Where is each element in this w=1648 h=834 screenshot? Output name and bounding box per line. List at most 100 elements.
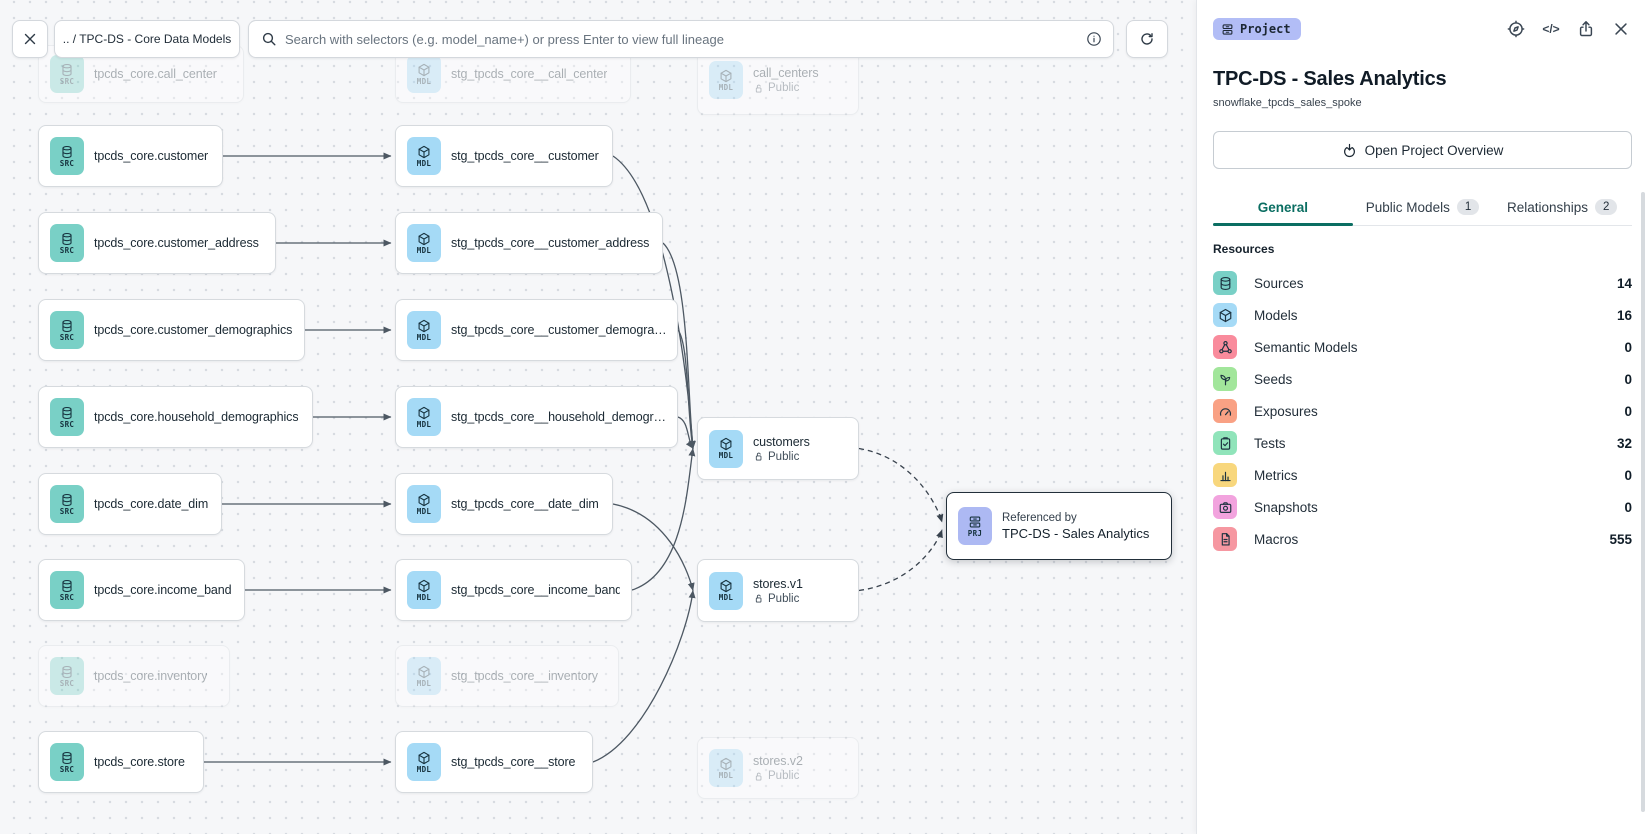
- node-reference-caption: Referenced by: [1002, 511, 1077, 524]
- share-button[interactable]: [1575, 18, 1597, 40]
- node-type-icon: SRC: [50, 55, 84, 93]
- node-type-icon: MDL: [407, 657, 441, 695]
- refresh-button[interactable]: [1126, 20, 1168, 58]
- node-label: tpcds_core.call_center: [94, 67, 217, 81]
- node-label: stg_tpcds_core__income_band: [451, 583, 620, 597]
- lock-open-icon: [755, 452, 762, 461]
- node-type-icon: SRC: [50, 311, 84, 349]
- node-label: TPC-DS - Sales Analytics: [1002, 525, 1150, 541]
- node-access-badge: Public: [753, 451, 810, 463]
- resources-header: Resources: [1213, 242, 1275, 256]
- camera-icon: [1219, 501, 1231, 513]
- panel-scrollbar[interactable]: [1641, 192, 1645, 812]
- cube-icon: [720, 757, 732, 770]
- tab-label: Public Models: [1365, 199, 1450, 215]
- compass-button[interactable]: [1505, 18, 1527, 40]
- resource-icon-wrap: [1213, 431, 1237, 455]
- node-access-badge: Public: [753, 770, 803, 782]
- share-icon: [1579, 21, 1593, 37]
- open-project-overview-button[interactable]: Open Project Overview: [1213, 131, 1632, 169]
- gauge-icon: [1219, 407, 1231, 416]
- lineage-node-stg_store[interactable]: MDL stg_tpcds_core__store: [395, 731, 593, 793]
- resource-label: Macros: [1254, 531, 1299, 547]
- tab-label: Relationships: [1506, 199, 1588, 215]
- cube-icon: [418, 406, 430, 419]
- page-title: TPC-DS - Sales Analytics: [1213, 68, 1447, 90]
- node-type-icon: SRC: [50, 571, 84, 609]
- project-badge: Project: [1213, 18, 1301, 40]
- clipboard-icon: [1220, 436, 1230, 450]
- cube-icon: [418, 319, 430, 332]
- database-icon: [62, 406, 72, 419]
- search-bar[interactable]: [248, 20, 1114, 58]
- resource-count: 16: [1616, 307, 1632, 323]
- node-label: call_centers: [753, 66, 819, 80]
- tab-count-badge: 2: [1595, 199, 1618, 215]
- resource-count: 0: [1624, 467, 1632, 483]
- node-label: tpcds_core.customer_address: [94, 236, 259, 250]
- cube-icon: [418, 493, 430, 506]
- close-button[interactable]: [1610, 18, 1632, 40]
- node-type-icon: MDL: [407, 743, 441, 781]
- database-icon: [62, 665, 72, 678]
- cube-icon: [1219, 308, 1231, 322]
- database-icon: [62, 579, 72, 592]
- node-label: stg_tpcds_core__date_dim: [451, 497, 599, 511]
- node-label: stg_tpcds_core__household_demogr…: [451, 410, 666, 424]
- lock-open-icon: [755, 84, 762, 93]
- database-icon: [62, 63, 72, 76]
- resource-label: Sources: [1254, 275, 1304, 291]
- node-label: stg_tpcds_core__store: [451, 755, 576, 769]
- tab-relationships[interactable]: Relationships 2: [1492, 189, 1632, 225]
- overview-icon: [1343, 143, 1355, 157]
- resource-label: Semantic Models: [1254, 339, 1358, 355]
- code-button[interactable]: </>: [1542, 22, 1560, 36]
- breadcrumb[interactable]: .. / TPC-DS - Core Data Models: [54, 20, 240, 58]
- info-icon[interactable]: [1086, 31, 1102, 47]
- resource-icon-wrap: [1213, 463, 1237, 487]
- breadcrumb-label: .. / TPC-DS - Core Data Models: [62, 32, 232, 46]
- cube-icon: [418, 232, 430, 245]
- search-input[interactable]: [285, 31, 1075, 47]
- database-icon: [62, 232, 72, 245]
- node-label: stores.v1: [753, 576, 803, 591]
- tab-general[interactable]: General: [1213, 189, 1353, 226]
- close-lineage-button[interactable]: [12, 20, 48, 58]
- node-label: tpcds_core.customer: [94, 149, 209, 163]
- lineage-edges: [204, 152, 944, 766]
- bar-chart-icon: [1219, 471, 1231, 481]
- database-icon: [62, 145, 72, 158]
